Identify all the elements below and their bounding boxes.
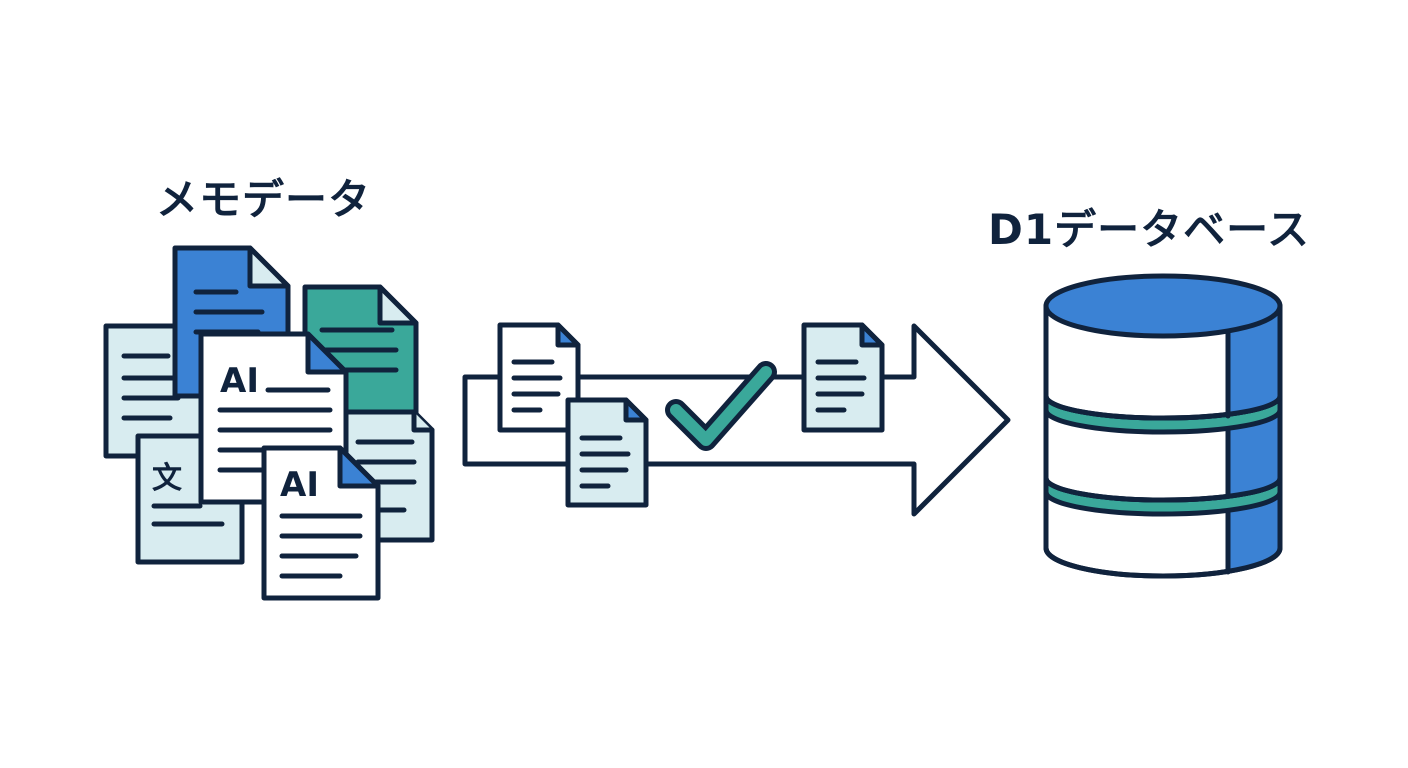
doc-badge-text: AI	[280, 465, 319, 505]
memo-document-pile: 文 AI AI	[103, 245, 435, 601]
document-icon	[565, 397, 649, 508]
database-icon	[1043, 273, 1283, 579]
target-title: D1データベース	[988, 205, 1310, 254]
document-icon	[801, 322, 885, 433]
checkmark-icon	[665, 361, 777, 451]
doc-badge-text: AI	[220, 361, 259, 401]
document-icon: AI	[261, 445, 381, 601]
document-icon	[497, 322, 581, 433]
source-title: メモデータ	[156, 175, 372, 224]
doc-badge-text: 文	[152, 461, 182, 496]
